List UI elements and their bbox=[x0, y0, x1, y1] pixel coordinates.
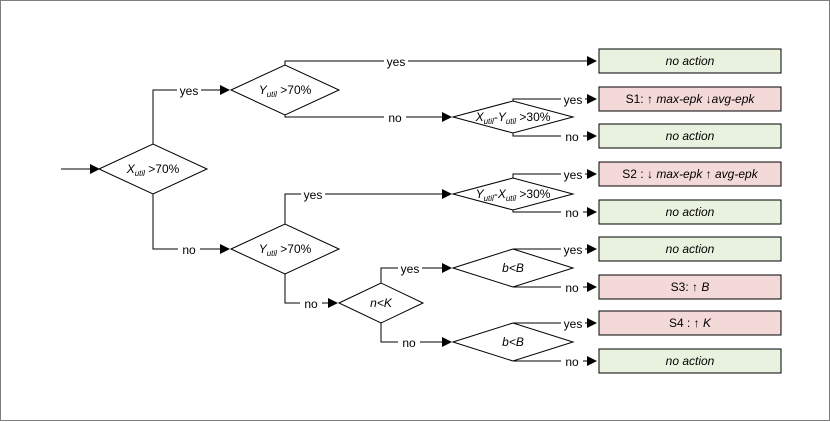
edge-d7-yes bbox=[380, 263, 452, 283]
outcome-box-6 bbox=[598, 236, 782, 262]
outcome-text-4: S2 : ↓ max-epk ↑ avg-epk bbox=[622, 167, 758, 181]
outcome-text-7: S3: ↑ B bbox=[671, 280, 710, 294]
outcome-text-2: S1: ↑ max-epk ↓avg-epk bbox=[626, 92, 756, 106]
outcome-box-3 bbox=[598, 123, 782, 149]
label-d7-yes: yes bbox=[401, 262, 420, 276]
decision-text-d3: Xutil-Yutil >30% bbox=[475, 110, 551, 126]
edge-d1-no bbox=[152, 194, 230, 254]
outcome-box-7 bbox=[598, 274, 782, 300]
label-d3-no: no bbox=[565, 130, 579, 144]
label-d1-no: no bbox=[182, 243, 196, 257]
outcome-text-9: no action bbox=[666, 354, 715, 368]
label-d4-yes: yes bbox=[564, 168, 583, 182]
outcome-box-9 bbox=[598, 348, 782, 374]
decision-y-util-bottom bbox=[229, 223, 341, 275]
decision-b-less-b-bottom bbox=[451, 322, 575, 362]
edge-d3-no bbox=[512, 131, 597, 141]
label-d4-no: no bbox=[565, 206, 579, 220]
decision-y-util-top bbox=[229, 64, 341, 116]
label-d5-no: no bbox=[304, 297, 318, 311]
edge-d5-yes bbox=[284, 189, 452, 224]
label-d8-no: no bbox=[565, 355, 579, 369]
decision-n-less-k bbox=[337, 282, 425, 324]
outcome-text-1: no action bbox=[666, 54, 715, 68]
outcome-box-1 bbox=[598, 48, 782, 74]
outcome-box-5 bbox=[598, 199, 782, 225]
decision-text-d6: b<B bbox=[502, 261, 524, 275]
decision-y-minus-x bbox=[451, 177, 575, 211]
outcome-text-8: S4 : ↑ K bbox=[669, 316, 712, 330]
decision-x-util bbox=[97, 143, 209, 195]
outcome-text-6: no action bbox=[666, 242, 715, 256]
label-d6-yes: yes bbox=[564, 243, 583, 257]
label-d8-yes: yes bbox=[564, 317, 583, 331]
label-d7-no: no bbox=[402, 336, 416, 350]
edge-d1-yes bbox=[152, 85, 230, 144]
decision-text-d7: n<K bbox=[370, 296, 393, 310]
decision-text-d1: Xutil >70% bbox=[126, 162, 180, 178]
edge-d4-no bbox=[512, 207, 597, 217]
label-d3-yes: yes bbox=[564, 93, 583, 107]
label-d5-yes: yes bbox=[304, 188, 323, 202]
outcome-text-3: no action bbox=[666, 129, 715, 143]
label-d6-no: no bbox=[565, 281, 579, 295]
label-d2-yes: yes bbox=[387, 55, 406, 69]
outcome-box-4 bbox=[598, 161, 782, 187]
label-d2-no: no bbox=[388, 111, 402, 125]
decision-x-minus-y bbox=[451, 100, 575, 134]
decision-text-d5: Yutil >70% bbox=[259, 242, 312, 258]
edge-d7-no bbox=[380, 323, 452, 347]
outcome-box-8 bbox=[598, 310, 782, 336]
decision-text-d2: Yutil >70% bbox=[259, 83, 312, 99]
edge-d2-no bbox=[284, 112, 452, 122]
decision-text-d4: Yutil-Xutil >30% bbox=[476, 187, 551, 203]
label-d1-yes: yes bbox=[180, 84, 199, 98]
edge-d2-yes bbox=[284, 56, 597, 66]
decision-b-less-b-top bbox=[451, 248, 575, 288]
outcome-text-5: no action bbox=[666, 205, 715, 219]
outcome-box-2 bbox=[598, 86, 782, 112]
decision-text-d8: b<B bbox=[502, 335, 524, 349]
